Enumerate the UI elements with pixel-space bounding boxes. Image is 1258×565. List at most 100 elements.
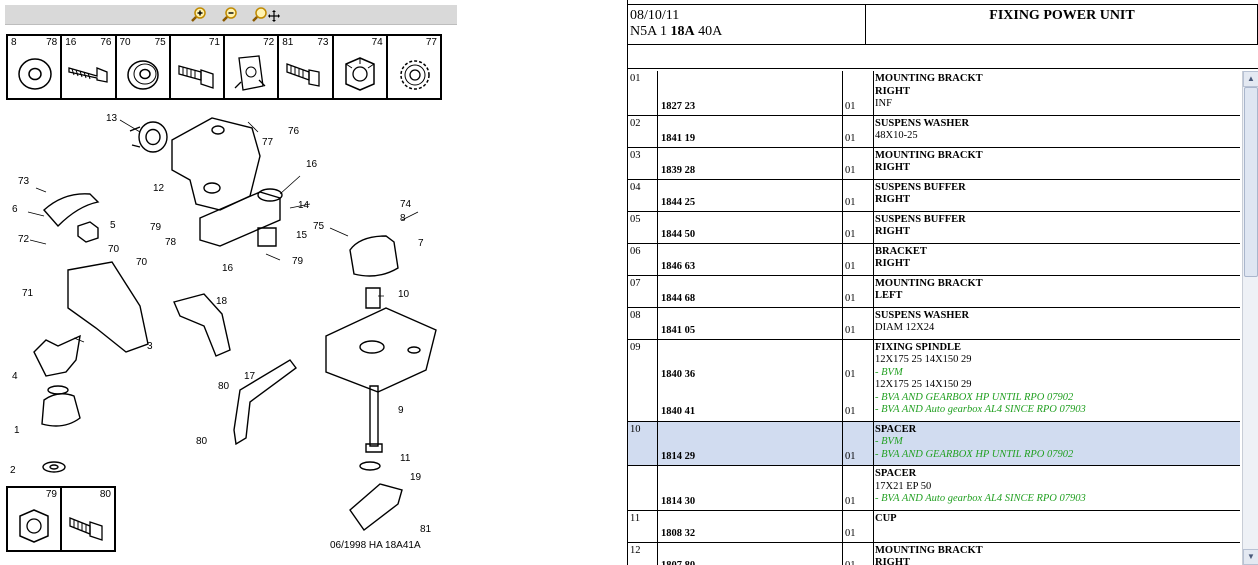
part-label[interactable]: 6 xyxy=(12,204,18,215)
legend-cell[interactable]: 80 xyxy=(62,488,114,550)
part-label[interactable]: 15 xyxy=(296,230,308,241)
part-label[interactable]: 9 xyxy=(398,405,404,416)
part-label[interactable]: 80 xyxy=(196,436,208,447)
description-line: RIGHT xyxy=(875,194,911,205)
scroll-up-icon[interactable]: ▲ xyxy=(1243,71,1258,87)
part-reference[interactable]: 1840 36 xyxy=(661,368,696,380)
part-label[interactable]: 76 xyxy=(288,126,300,137)
part-label[interactable]: 71 xyxy=(22,288,34,299)
part-ref-cell: 1808 32 xyxy=(659,510,843,542)
legend-cell[interactable]: 8 78 xyxy=(8,36,63,98)
part-ref-cell: 1846 63 xyxy=(659,243,843,275)
part-label[interactable]: 73 xyxy=(18,176,30,187)
part-label[interactable]: 79 xyxy=(150,222,162,233)
part-label[interactable]: 3 xyxy=(147,341,153,352)
part-label[interactable]: 12 xyxy=(153,183,165,194)
part-label[interactable]: 74 xyxy=(400,199,412,210)
pan-icon[interactable] xyxy=(251,6,281,23)
legend-cell[interactable]: 77 xyxy=(388,36,440,98)
part-reference[interactable]: 1840 41 xyxy=(661,406,696,417)
vertical-scrollbar[interactable]: ▲ ▼ xyxy=(1242,71,1258,565)
part-reference[interactable]: 1808 32 xyxy=(661,527,696,539)
description-cell: CUP xyxy=(874,511,1240,542)
part-reference[interactable]: 1841 19 xyxy=(661,132,696,144)
item-number: 04 xyxy=(628,179,658,211)
legend-cell[interactable]: 79 xyxy=(8,488,62,550)
part-label[interactable]: 14 xyxy=(298,200,310,211)
applicability-note: - BVA AND GEARBOX HP UNTIL RPO 07902 xyxy=(875,391,1074,403)
part-reference[interactable]: 1846 63 xyxy=(661,260,696,272)
part-ref-cell: 1840 36 1840 41 xyxy=(659,339,843,421)
part-label[interactable]: 7 xyxy=(418,238,424,249)
legend-cell[interactable]: 74 xyxy=(334,36,388,98)
applicability-note: - BVA AND GEARBOX HP UNTIL RPO 07902 xyxy=(875,448,1074,460)
part-reference[interactable]: 1814 29 xyxy=(661,451,696,462)
part-label[interactable]: 72 xyxy=(18,234,30,245)
part-reference[interactable]: 1844 50 xyxy=(661,228,696,240)
part-label[interactable]: 19 xyxy=(410,472,422,483)
part-label[interactable]: 16 xyxy=(306,159,318,170)
zoom-out-icon[interactable] xyxy=(221,6,238,23)
part-label[interactable]: 8 xyxy=(400,213,406,224)
part-label[interactable]: 11 xyxy=(400,453,411,464)
part-label[interactable]: 10 xyxy=(398,289,410,300)
part-label[interactable]: 4 xyxy=(12,371,18,382)
part-reference[interactable]: 1844 25 xyxy=(661,196,696,208)
applicability-note: - BVA AND Auto gearbox AL4 SINCE RPO 079… xyxy=(875,493,1086,504)
part-label[interactable]: 75 xyxy=(313,221,325,232)
part-label[interactable]: 17 xyxy=(244,371,256,382)
washer-icon xyxy=(126,60,159,90)
diagram-pane: 8 78 16 76 70 75 71 72 81 73 74 xyxy=(0,0,462,565)
part-reference[interactable]: 1827 23 xyxy=(661,100,696,112)
part-label[interactable]: 81 xyxy=(420,524,432,535)
legend-cell[interactable]: 71 xyxy=(171,36,225,98)
qty-cell: 01 xyxy=(843,510,874,542)
part-reference[interactable]: 1841 05 xyxy=(661,324,696,336)
part-label[interactable]: 18 xyxy=(216,296,228,307)
legend-num: 80 xyxy=(99,489,111,500)
part-label[interactable]: 79 xyxy=(292,256,304,267)
part-label[interactable]: 2 xyxy=(10,465,16,476)
part-reference[interactable]: 1807 80 xyxy=(661,559,696,565)
scroll-down-icon[interactable]: ▼ xyxy=(1243,549,1258,565)
part-label[interactable]: 13 xyxy=(106,113,118,124)
legend-cell[interactable]: 16 76 xyxy=(62,36,117,98)
description-line: RIGHT xyxy=(875,226,911,237)
part-reference[interactable]: 1844 68 xyxy=(661,292,696,304)
part-reference[interactable]: 1814 30 xyxy=(661,495,696,507)
part-label[interactable]: 5 xyxy=(110,220,116,231)
zoom-in-icon[interactable] xyxy=(190,6,207,23)
scroll-thumb[interactable] xyxy=(1244,87,1258,277)
qty-cell: 01 xyxy=(843,466,874,510)
legend-cell[interactable]: 70 75 xyxy=(117,36,171,98)
part-label[interactable]: 77 xyxy=(262,137,274,148)
description-line: INF xyxy=(875,98,892,109)
description-line: RIGHT xyxy=(875,85,911,97)
part-reference[interactable]: 1839 28 xyxy=(661,164,696,176)
part-label[interactable]: 1 xyxy=(14,425,20,436)
part-label[interactable]: 70 xyxy=(136,257,148,268)
legend-cell[interactable]: 81 73 xyxy=(279,36,334,98)
part-label[interactable]: 16 xyxy=(222,263,234,274)
part-label[interactable]: 78 xyxy=(165,237,177,248)
legend-cell[interactable]: 72 xyxy=(225,36,280,98)
part-label[interactable]: 80 xyxy=(218,381,230,392)
part-label[interactable]: 70 xyxy=(108,244,120,255)
